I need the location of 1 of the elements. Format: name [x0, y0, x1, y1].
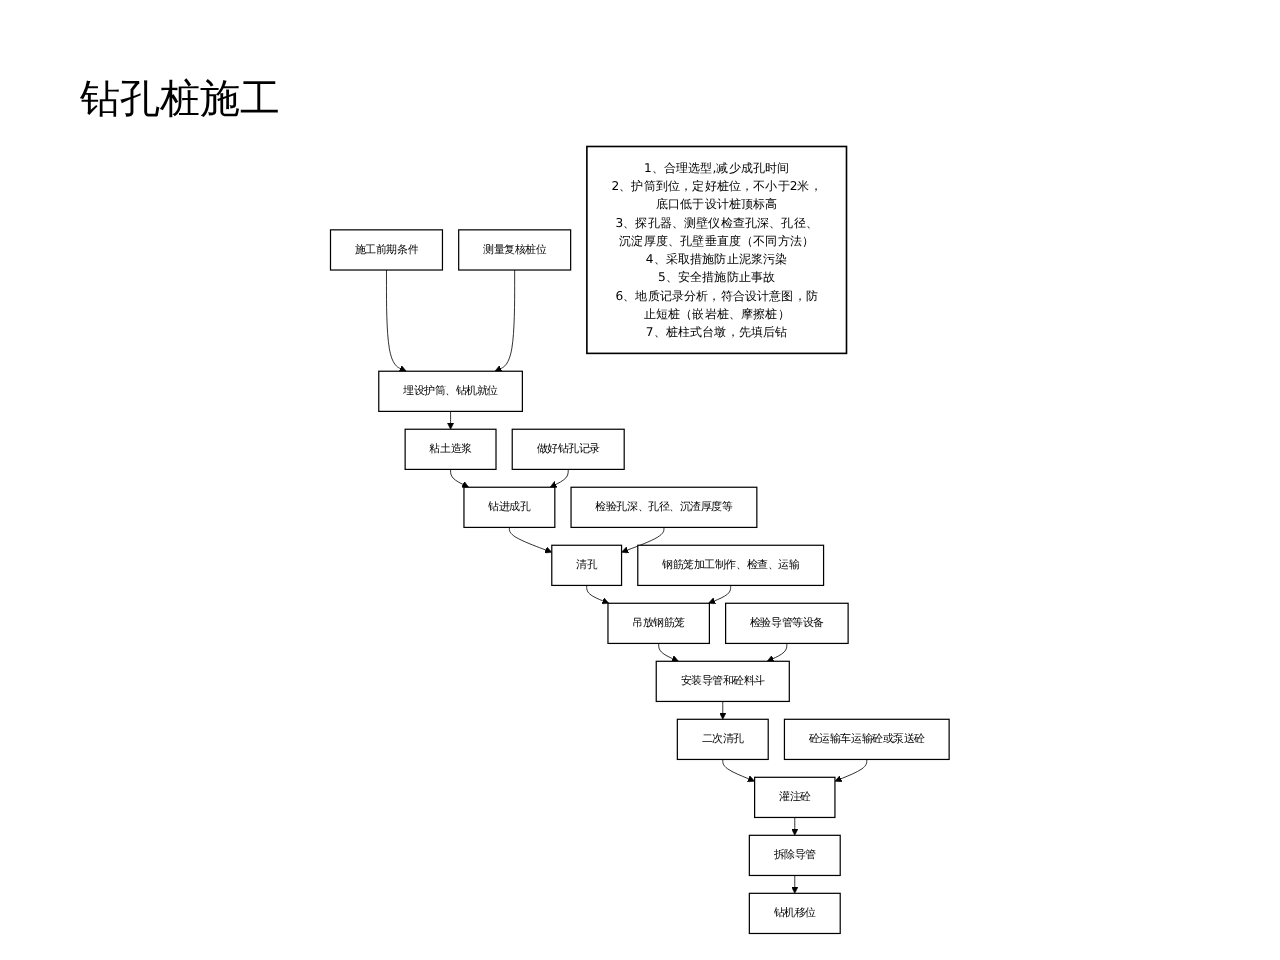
diagram-title: 钻孔桩施工	[80, 72, 280, 126]
